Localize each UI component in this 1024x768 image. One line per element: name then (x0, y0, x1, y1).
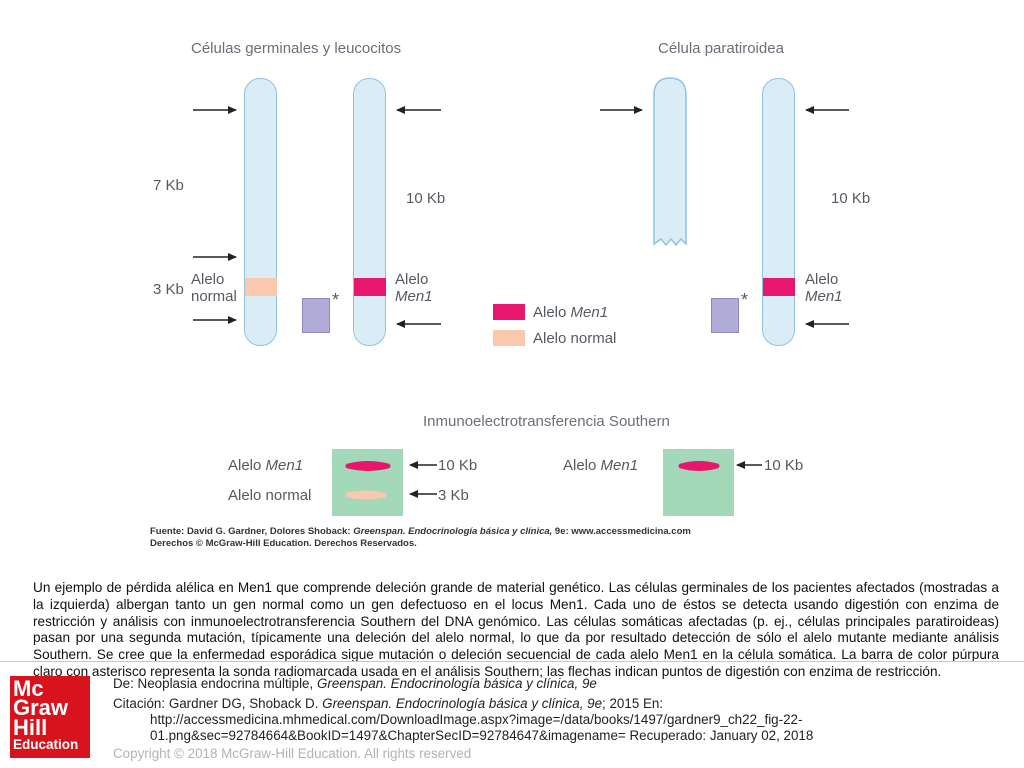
size-label-3kb: 3 Kb (153, 281, 184, 298)
probe-asterisk: * (741, 290, 749, 310)
separator (0, 661, 1024, 662)
legend-label-men1: Alelo Men1 (533, 304, 609, 321)
citation-text: Citación: Gardner DG, Shoback D. Greensp… (113, 696, 664, 711)
blot-label-men1: Alelo Men1 (228, 457, 304, 474)
figure-caption: Un ejemplo de pérdida alélica en Men1 qu… (33, 580, 999, 679)
size-label-10kb: 10 Kb (406, 190, 446, 207)
blot-label-men1-parathyroid: Alelo Men1 (563, 457, 639, 474)
blot-label-normal: Alelo normal (228, 487, 312, 504)
normal-allele-label: Alelo normal (191, 271, 237, 305)
legend-label-normal: Alelo normal (533, 330, 617, 347)
men1-allele-band (354, 278, 386, 296)
chromosome-men1-allele (353, 78, 386, 346)
men1-allele-band-parathyroid (763, 278, 795, 296)
blot-band-men1 (345, 461, 391, 471)
size-label-7kb: 7 Kb (153, 177, 184, 194)
normal-allele-band (245, 278, 277, 296)
radiolabeled-probe (711, 298, 739, 333)
men1-allele-label-parathyroid: Alelo Men1 (805, 271, 843, 305)
blot-size-3kb: 3 Kb (438, 487, 469, 504)
blot-band-normal (345, 490, 387, 500)
arrows-layer (193, 77, 849, 498)
citation-url[interactable]: http://accessmedicina.mhmedical.com/Down… (150, 712, 814, 743)
chromosome-normal-allele (244, 78, 277, 346)
men1-allele-label: Alelo Men1 (395, 271, 433, 305)
blot-title: Inmunoelectrotransferencia Southern (423, 413, 670, 430)
blot-bands (678, 461, 720, 471)
blot-band-men1 (678, 461, 720, 471)
citation-from: De: Neoplasia endocrina múltiple, Greens… (113, 676, 597, 691)
mcgraw-hill-logo: Mc Graw Hill Education (10, 676, 90, 758)
copyright-notice: Copyright © 2018 McGraw-Hill Education. … (113, 746, 472, 761)
legend-swatch-normal (493, 330, 525, 346)
blot-lane-parathyroid (663, 449, 734, 516)
legend-swatch-men1 (493, 304, 525, 320)
chromosome-men1-allele-parathyroid (762, 78, 795, 346)
citation-block: De: Neoplasia endocrina múltiple, Greens… (113, 676, 1013, 744)
probe-asterisk: * (332, 290, 340, 310)
figure-source: Fuente: David G. Gardner, Dolores Shobac… (150, 526, 691, 549)
right-panel-title: Célula paratiroidea (658, 40, 784, 57)
blot-lane-germline (332, 449, 403, 516)
deleted-chromosome (653, 77, 687, 247)
blot-size-10kb-parathyroid: 10 Kb (764, 457, 804, 474)
blot-bands (345, 461, 391, 500)
radiolabeled-probe (302, 298, 330, 333)
blot-size-10kb: 10 Kb (438, 457, 478, 474)
size-label-10kb-parathyroid: 10 Kb (831, 190, 871, 207)
left-panel-title: Células germinales y leucocitos (191, 40, 402, 57)
